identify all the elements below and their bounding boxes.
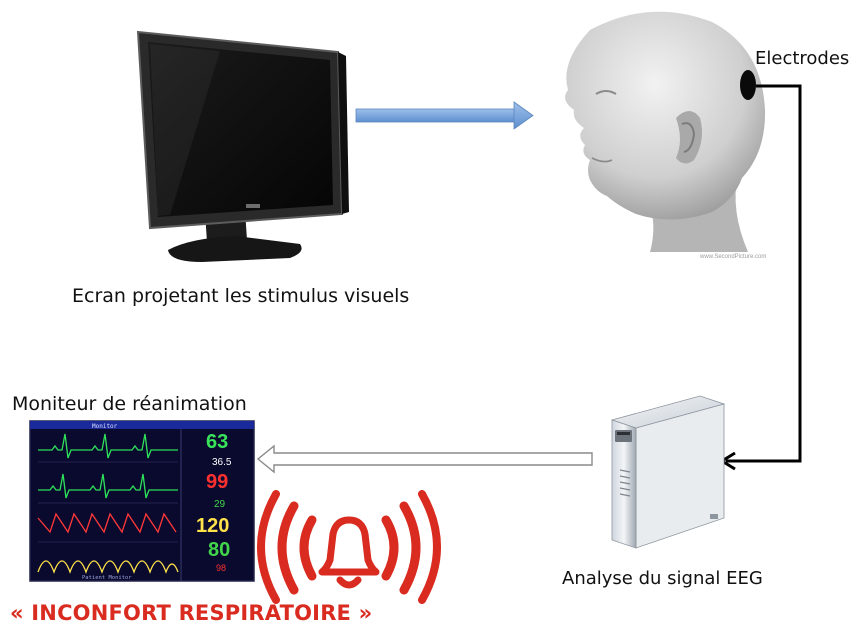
computer-tower-icon bbox=[610, 395, 726, 549]
ecg-wave-2 bbox=[38, 473, 178, 499]
screen-label: Ecran projetant les stimulus visuels bbox=[72, 285, 410, 307]
rr-value: 29 bbox=[214, 499, 226, 510]
mean-value: 98 bbox=[216, 563, 226, 573]
patient-monitor: Monitor Patient Monitor 63 36.5 99 29 12… bbox=[29, 420, 255, 582]
alert-label: « INCONFORT RESPIRATOIRE » bbox=[10, 601, 373, 625]
dia-value: 80 bbox=[208, 539, 230, 561]
human-head-icon: www.SecondPicture.com bbox=[565, 11, 766, 260]
spo2-value: 99 bbox=[206, 471, 228, 493]
alarm-bell-icon bbox=[257, 490, 441, 604]
output-arrow bbox=[256, 444, 593, 474]
monitor-footer: Patient Monitor bbox=[82, 575, 132, 581]
resp-wave bbox=[37, 512, 177, 534]
svg-text:www.SecondPicture.com: www.SecondPicture.com bbox=[699, 254, 766, 260]
lcd-monitor-icon bbox=[136, 30, 349, 262]
electrode-wire bbox=[726, 84, 802, 463]
electrodes-label: Electrodes bbox=[755, 48, 850, 69]
ecg-wave-1 bbox=[38, 433, 178, 459]
pleth-wave bbox=[37, 560, 179, 574]
stimulus-arrow bbox=[355, 101, 534, 130]
sys-value: 120 bbox=[196, 515, 229, 537]
monitor-header: Monitor bbox=[92, 423, 118, 430]
monitor-label: Moniteur de réanimation bbox=[12, 393, 247, 415]
hr-value: 63 bbox=[206, 431, 228, 453]
temp-value: 36.5 bbox=[212, 457, 232, 468]
eeg-label: Analyse du signal EEG bbox=[562, 568, 763, 589]
